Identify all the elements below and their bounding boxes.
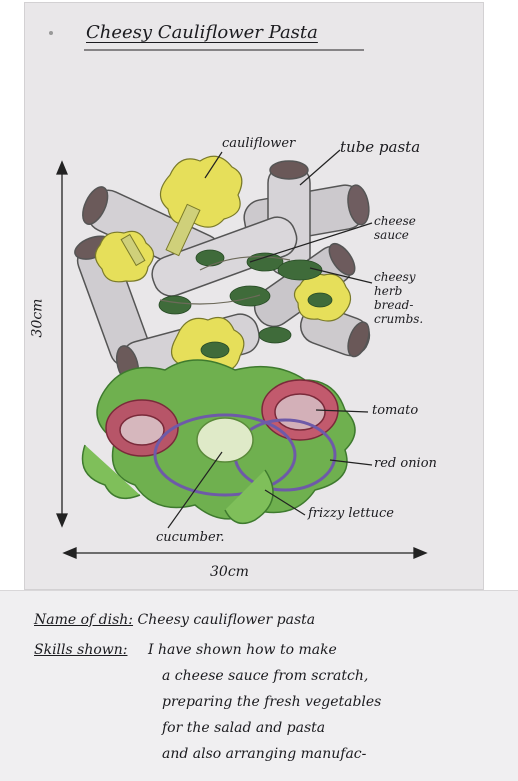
dish-illustration — [0, 0, 518, 590]
skills-line: preparing the fresh vegetables — [162, 694, 381, 710]
skills-label: Skills shown: — [34, 642, 128, 658]
salad — [83, 360, 356, 523]
label-cheesy-herb-breadcrumbs: cheesy herb bread-crumbs. — [374, 270, 434, 326]
skills-line: a cheese sauce from scratch, — [162, 668, 368, 684]
skills-line: and also arranging manufac- — [162, 746, 366, 762]
label-cheese-sauce: cheese sauce — [374, 214, 448, 242]
label-red-onion: red onion — [374, 456, 437, 471]
label-cauliflower: cauliflower — [222, 136, 295, 151]
dimension-width: 30cm — [210, 564, 249, 580]
dish-name-value: Cheesy cauliflower pasta — [137, 612, 315, 628]
skills-line: I have shown how to make — [148, 642, 337, 658]
dimension-height: 30cm — [29, 299, 45, 338]
label-frizzy-lettuce: frizzy lettuce — [308, 506, 394, 521]
page-title: Cheesy Cauliflower Pasta — [86, 22, 318, 43]
label-cucumber: cucumber. — [156, 530, 225, 545]
label-tomato: tomato — [372, 403, 418, 418]
dish-name-line: Name of dish: Cheesy cauliflower pasta — [34, 612, 315, 628]
skills-line: for the salad and pasta — [162, 720, 325, 736]
label-tube-pasta: tube pasta — [340, 138, 420, 156]
dish-name-label: Name of dish: — [34, 612, 133, 628]
